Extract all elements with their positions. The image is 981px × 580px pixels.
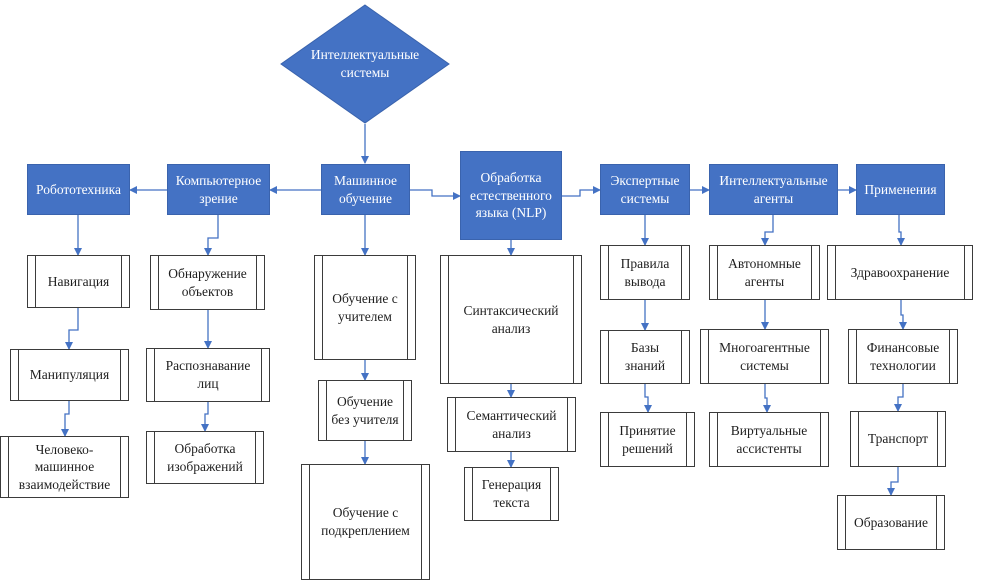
ml-item: Обучение с учителем bbox=[314, 255, 416, 360]
nlp-item-label: Синтаксический анализ bbox=[463, 302, 559, 336]
agents-item-label: Виртуальные ассистенты bbox=[730, 422, 808, 456]
vision-item-label: Обнаружение объектов bbox=[168, 265, 247, 299]
edge-expert-3 bbox=[644, 384, 652, 413]
applications-item: Финансовые технологии bbox=[848, 329, 958, 384]
vision-item-label: Распознавание лиц bbox=[165, 358, 251, 391]
applications-item: Здравоохранение bbox=[827, 245, 973, 300]
category-agents-label: Интеллектуальные агенты bbox=[719, 172, 828, 206]
applications-item-label: Транспорт bbox=[867, 431, 929, 447]
category-robotics-label: Робототехника bbox=[36, 181, 121, 197]
expert-item-label: Базы знаний bbox=[624, 340, 666, 373]
ml-item: Обучение без учителя bbox=[318, 380, 412, 441]
applications-item: Транспорт bbox=[850, 411, 946, 467]
edge-apps-1 bbox=[897, 215, 905, 246]
category-applications-label: Применения bbox=[864, 181, 937, 197]
edge-agents-3 bbox=[763, 384, 771, 413]
category-nlp-label: Обработка естественного языка (NLP) bbox=[470, 170, 552, 221]
expert-item: Правила вывода bbox=[600, 245, 690, 300]
edge-apps-2 bbox=[899, 300, 907, 330]
vision-item: Обработка изображений bbox=[146, 431, 264, 484]
vision-item-label: Обработка изображений bbox=[167, 440, 243, 474]
category-expert-label: Экспертные системы bbox=[610, 172, 680, 206]
category-agents: Интеллектуальные агенты bbox=[709, 164, 838, 215]
robotics-item-label: Навигация bbox=[47, 273, 110, 289]
ml-item-label: Обучение без учителя bbox=[331, 393, 399, 427]
ml-item-label: Обучение с учителем bbox=[332, 290, 398, 324]
category-vision: Компьютерное зрение bbox=[167, 164, 270, 215]
applications-item-label: Образование bbox=[854, 514, 928, 530]
diamond-shape bbox=[280, 4, 450, 124]
applications-item-label: Финансовые технологии bbox=[866, 339, 940, 373]
category-vision-label: Компьютерное зрение bbox=[175, 172, 262, 206]
expert-item-label: Принятие решений bbox=[619, 422, 676, 456]
edge-nlp-expert bbox=[562, 186, 601, 197]
nlp-item-label: Генерация текста bbox=[481, 477, 542, 510]
vision-item: Распознавание лиц bbox=[146, 348, 270, 402]
robotics-item: Манипуляция bbox=[10, 349, 129, 401]
robotics-item-label: Человеко-машинное взаимодействие bbox=[18, 441, 111, 492]
category-ml: Машинное обучение bbox=[321, 164, 410, 215]
edge-vision-1 bbox=[204, 215, 219, 256]
expert-item: Базы знаний bbox=[600, 330, 690, 384]
edge-apps-3 bbox=[894, 384, 904, 412]
edge-apps-4 bbox=[887, 467, 899, 496]
edge-robotics-3 bbox=[61, 401, 70, 437]
robotics-item: Навигация bbox=[27, 255, 130, 308]
category-nlp: Обработка естественного языка (NLP) bbox=[460, 151, 562, 240]
applications-item: Образование bbox=[837, 495, 945, 550]
applications-item-label: Здравоохранение bbox=[850, 264, 950, 280]
agents-item: Виртуальные ассистенты bbox=[709, 412, 829, 467]
ml-item-label: Обучение с подкреплением bbox=[321, 505, 410, 538]
category-robotics: Робототехника bbox=[27, 164, 130, 215]
edge-vision-3 bbox=[201, 402, 209, 432]
agents-item: Многоагентные системы bbox=[700, 329, 829, 384]
edge-agents-1 bbox=[761, 215, 774, 246]
nlp-item-label: Семантический анализ bbox=[466, 407, 557, 441]
category-expert: Экспертные системы bbox=[600, 164, 690, 215]
nlp-item: Синтаксический анализ bbox=[440, 255, 582, 384]
robotics-item: Человеко-машинное взаимодействие bbox=[0, 436, 129, 498]
agents-item-label: Автономные агенты bbox=[728, 255, 801, 289]
expert-item-label: Правила вывода bbox=[620, 255, 670, 289]
expert-item: Принятие решений bbox=[600, 412, 695, 467]
nlp-item: Генерация текста bbox=[464, 467, 559, 521]
nlp-item: Семантический анализ bbox=[447, 397, 576, 452]
edge-robotics-2 bbox=[65, 308, 79, 350]
root-label: Интеллектуальные системы bbox=[310, 47, 420, 80]
robotics-item-label: Манипуляция bbox=[29, 367, 110, 383]
category-ml-label: Машинное обучение bbox=[334, 172, 397, 206]
edge-ml-nlp bbox=[410, 189, 461, 200]
vision-item: Обнаружение объектов bbox=[150, 255, 265, 310]
category-applications: Применения bbox=[856, 164, 945, 215]
ml-item: Обучение с подкреплением bbox=[301, 464, 430, 580]
root-node: Интеллектуальные системы bbox=[280, 4, 450, 124]
agents-item: Автономные агенты bbox=[709, 245, 820, 300]
agents-item-label: Многоагентные системы bbox=[719, 339, 810, 373]
